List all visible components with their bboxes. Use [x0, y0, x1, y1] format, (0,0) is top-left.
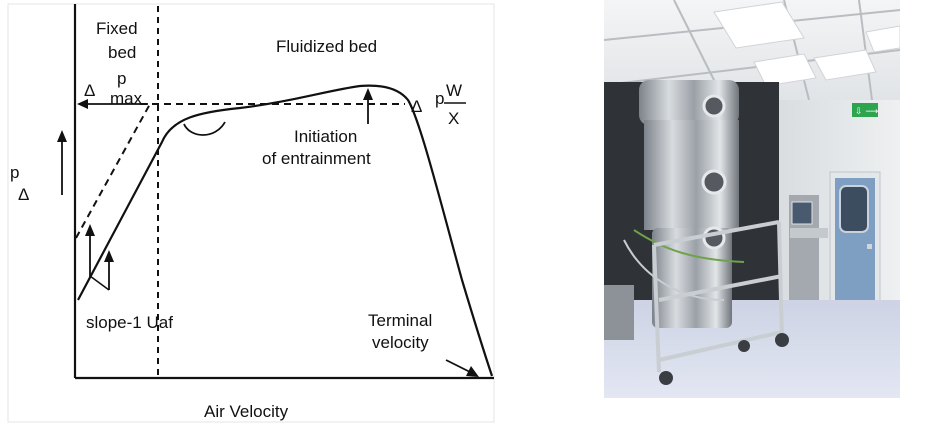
exit-sign-symbol: ⇩ ⟶ — [855, 107, 878, 117]
bubble-hump — [183, 121, 226, 136]
x-letter: X — [448, 109, 459, 128]
extrapolated-slope-line — [75, 103, 151, 239]
fluidization-diagram: Δ Δ Δ Fixed bed Fluidized bed p max p p … — [7, 3, 495, 423]
terminal-arrowhead — [466, 366, 479, 377]
silver-hose — [623, 239, 725, 301]
ceiling-light-2 — [753, 53, 817, 87]
side-equipment — [604, 285, 634, 340]
door-window — [839, 185, 869, 233]
x-axis-label: Air Velocity — [204, 402, 289, 421]
fixed-bed-label-line1: Fixed — [96, 19, 138, 38]
fluidized-bed-label: Fluidized bed — [276, 37, 377, 56]
diagram-canvas: Δ Δ Δ Fixed bed Fluidized bed p max p p … — [7, 3, 495, 423]
p-letter-pmax: p — [117, 69, 126, 88]
max-subscript: max — [110, 89, 143, 108]
p-letter-wx: p — [435, 89, 444, 108]
terminal-arrow-line — [445, 359, 471, 373]
wheel-front-right — [775, 333, 789, 347]
wheel-front-left — [659, 371, 673, 385]
ceiling-light-3 — [813, 49, 877, 81]
p-letter-axis: p — [10, 163, 19, 182]
pressure-drop-curve — [77, 84, 494, 377]
fluid-bed-dryer-photo: ⇩ ⟶ — [603, 0, 901, 398]
trolley-frame — [652, 220, 784, 373]
slope-label: slope-1 Uaf — [86, 313, 173, 332]
photo-canvas: ⇩ ⟶ — [603, 0, 901, 398]
terminal-label-line1: Terminal — [368, 311, 432, 330]
dryer-bowl — [652, 228, 732, 328]
ceiling-light-1 — [713, 1, 805, 49]
delta-symbol-axis: Δ — [18, 185, 29, 204]
wheel-back — [738, 340, 750, 352]
dryer-body — [644, 120, 739, 230]
initiation-arrowhead — [363, 88, 373, 100]
delta-symbol-wx: Δ — [411, 97, 422, 116]
control-keyboard — [790, 228, 828, 238]
porthole-middle — [701, 169, 727, 195]
exit-sign — [852, 103, 878, 117]
terminal-label-line2: velocity — [372, 333, 429, 352]
delta-symbol-pmax: Δ — [84, 81, 95, 100]
control-screen — [791, 201, 813, 225]
slope-bracket — [89, 275, 110, 291]
porthole-top — [702, 94, 726, 118]
slope-arrow2-head — [104, 250, 114, 262]
initiation-label-line2: of entrainment — [262, 149, 371, 168]
w-letter: W — [446, 81, 462, 100]
door-handle — [867, 244, 872, 249]
slope-arrow1-head — [85, 224, 95, 236]
fixed-bed-label-line2: bed — [108, 43, 136, 62]
floor — [604, 300, 900, 398]
diagram-frame — [7, 3, 495, 423]
y-up-arrowhead — [57, 130, 67, 142]
green-cable — [633, 229, 745, 263]
pmax-arrowhead — [77, 99, 88, 109]
initiation-label-line1: Initiation — [294, 127, 357, 146]
